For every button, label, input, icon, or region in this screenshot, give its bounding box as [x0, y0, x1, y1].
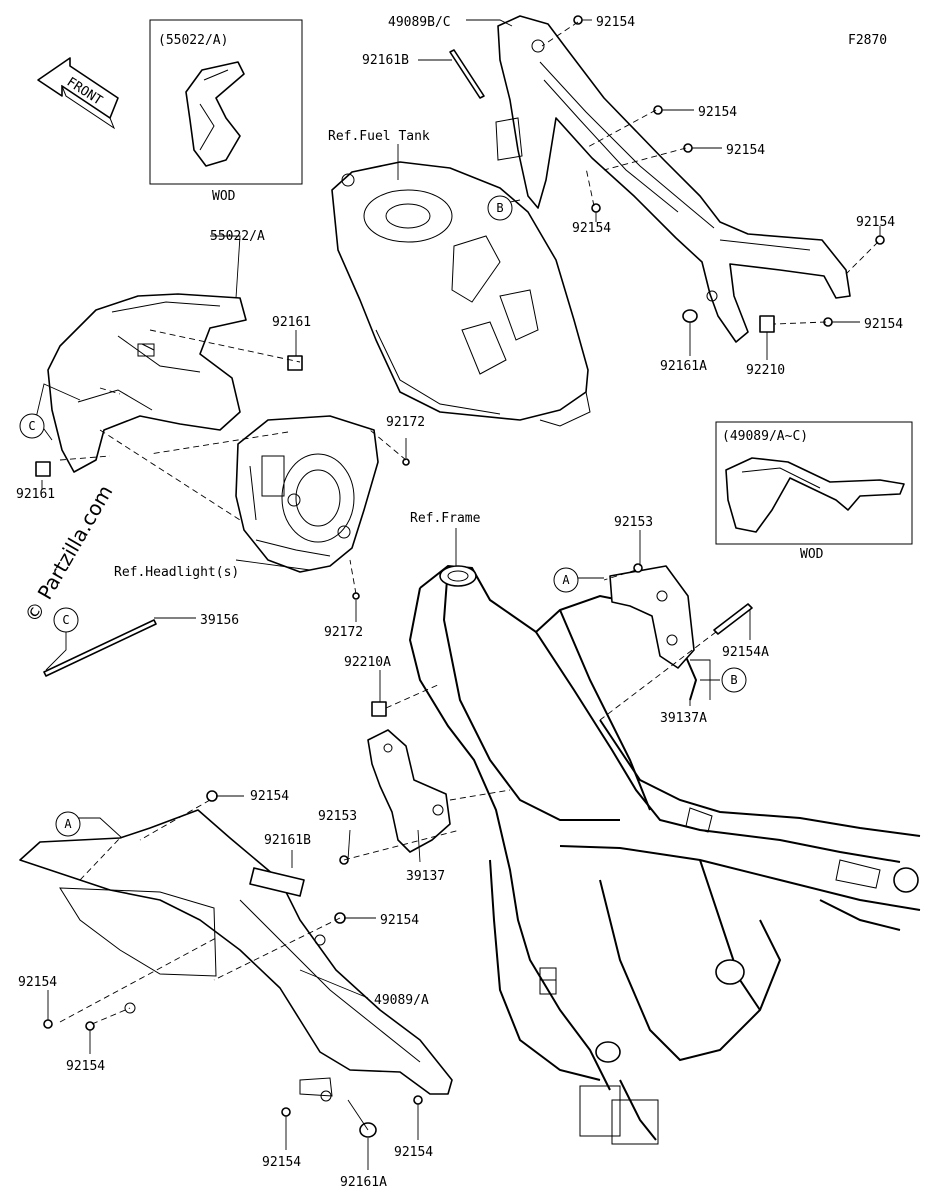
svg-text:B: B	[730, 673, 737, 687]
strip-92161b-upper	[449, 49, 485, 99]
inset-cover-note: WOD	[800, 547, 824, 562]
label-92154-t2: 92154	[698, 105, 737, 120]
front-cowl	[47, 293, 247, 473]
lower-side-cover	[19, 809, 453, 1102]
label-39137a: 39137A	[660, 711, 707, 726]
label-55022a: 55022/A	[210, 229, 265, 244]
label-92154-b4: 92154	[66, 1059, 105, 1074]
inset-cowl-note: WOD	[212, 189, 236, 204]
inset-cowl-title: (55022/A)	[158, 33, 228, 48]
ref-frame-label: Ref.Frame	[410, 511, 481, 526]
frame	[408, 564, 921, 1145]
upper-side-cover	[495, 15, 851, 343]
bracket-39137	[367, 729, 451, 853]
callout-a-lower: A	[55, 811, 81, 837]
svg-text:A: A	[562, 573, 570, 587]
figure-code: F2870	[848, 33, 887, 48]
inset-cover-title: (49089/A~C)	[722, 429, 808, 444]
callout-c-strip: C	[53, 607, 79, 633]
front-arrow-icon: FRONT	[37, 57, 119, 130]
label-92172-b: 92172	[324, 625, 363, 640]
watermark: © Partzilla.com	[20, 481, 118, 627]
label-92210a: 92210A	[344, 655, 391, 670]
label-92161-left: 92161	[16, 487, 55, 502]
svg-text:B: B	[496, 201, 503, 215]
label-92210: 92210	[746, 363, 785, 378]
label-92161a-top: 92161A	[660, 359, 707, 374]
label-92154-t6: 92154	[864, 317, 903, 332]
label-39156: 39156	[200, 613, 239, 628]
label-92172-a: 92172	[386, 415, 425, 430]
svg-text:C: C	[28, 419, 35, 433]
assembly-lines	[59, 21, 879, 1025]
hardware	[43, 15, 885, 1138]
label-92154-b1: 92154	[250, 789, 289, 804]
strip-39156	[43, 619, 157, 677]
callout-b-upper: B	[487, 195, 513, 221]
headlight	[235, 415, 379, 573]
clip-92161-right	[287, 355, 303, 371]
fuel-tank	[331, 161, 591, 427]
label-92154-b2: 92154	[380, 913, 419, 928]
label-92153-top: 92153	[614, 515, 653, 530]
label-49089bc: 49089B/C	[388, 15, 451, 30]
label-92161a-b: 92161A	[340, 1175, 387, 1190]
svg-text:C: C	[62, 613, 69, 627]
label-39137: 39137	[406, 869, 445, 884]
callout-b-frame: B	[721, 667, 747, 693]
bracket-39137a	[609, 565, 695, 669]
label-92161b-b: 92161B	[264, 833, 311, 848]
label-92154-t1: 92154	[596, 15, 635, 30]
ref-fuel-tank-label: Ref.Fuel Tank	[328, 129, 430, 144]
label-92154-t4: 92154	[572, 221, 611, 236]
label-92154-b6: 92154	[394, 1145, 433, 1160]
label-92154-t3: 92154	[726, 143, 765, 158]
label-92161-right: 92161	[272, 315, 311, 330]
strip-92161b-lower	[249, 867, 305, 897]
ref-headlight-label: Ref.Headlight(s)	[114, 565, 239, 580]
label-92154-t5: 92154	[856, 215, 895, 230]
inset-cover-variant: (49089/A~C) WOD	[715, 421, 913, 562]
label-92153-b: 92153	[318, 809, 357, 824]
inset-cowl-variant: (55022/A) WOD	[149, 19, 303, 204]
leader-lines	[35, 19, 881, 1170]
label-92154a: 92154A	[722, 645, 769, 660]
callout-a-frame: A	[553, 567, 579, 593]
label-92154-b5: 92154	[262, 1155, 301, 1170]
label-49089a: 49089/A	[374, 993, 429, 1008]
label-92154-b3: 92154	[18, 975, 57, 990]
callout-c-upper: C	[19, 413, 45, 439]
label-92161b-top: 92161B	[362, 53, 409, 68]
clip-92161-left	[35, 461, 51, 477]
svg-text:A: A	[64, 817, 72, 831]
